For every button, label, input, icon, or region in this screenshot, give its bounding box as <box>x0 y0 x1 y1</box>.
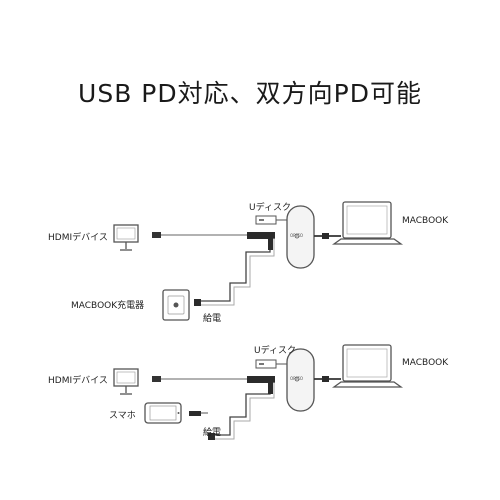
phone-label: スマホ <box>109 411 136 421</box>
monitor-icon <box>113 224 139 251</box>
macbook-label-top: MACBOOK <box>402 216 449 226</box>
usb-c-cable-macbook <box>314 376 341 382</box>
usb-c-cable-macbook <box>314 233 341 239</box>
power-label-bottom: 給電 <box>203 428 222 438</box>
hub-brand-bottom: ORICO <box>290 376 304 381</box>
page-title: USB PD対応、双方向PD可能 <box>78 79 422 108</box>
diagram-top <box>113 201 404 321</box>
usb-disk-icon <box>255 215 287 225</box>
power-cable <box>189 382 275 440</box>
laptop-icon <box>331 201 404 245</box>
hdmi-label-bottom: HDMIデバイス <box>48 376 108 386</box>
smartphone-icon <box>144 402 182 424</box>
usb-disk-label-top: Uディスク <box>249 203 291 213</box>
power-cable <box>194 238 275 306</box>
diagram-bottom <box>113 344 404 440</box>
hdmi-label-top: HDMIデバイス <box>48 233 108 243</box>
usb-hub-icon <box>286 205 315 269</box>
usb-disk-icon <box>255 359 287 369</box>
usb-disk-label-bottom: Uディスク <box>254 346 296 356</box>
macbook-label-bottom: MACBOOK <box>402 358 449 368</box>
hdmi-cable <box>152 232 275 239</box>
monitor-icon <box>113 368 139 395</box>
laptop-icon <box>331 344 404 388</box>
charger-label: MACBOOK充電器 <box>71 301 145 311</box>
hub-brand-top: ORICO <box>290 233 304 238</box>
charger-icon <box>162 289 190 321</box>
usb-hub-icon <box>286 348 315 412</box>
hdmi-cable <box>152 376 275 383</box>
power-label-top: 給電 <box>203 314 222 324</box>
